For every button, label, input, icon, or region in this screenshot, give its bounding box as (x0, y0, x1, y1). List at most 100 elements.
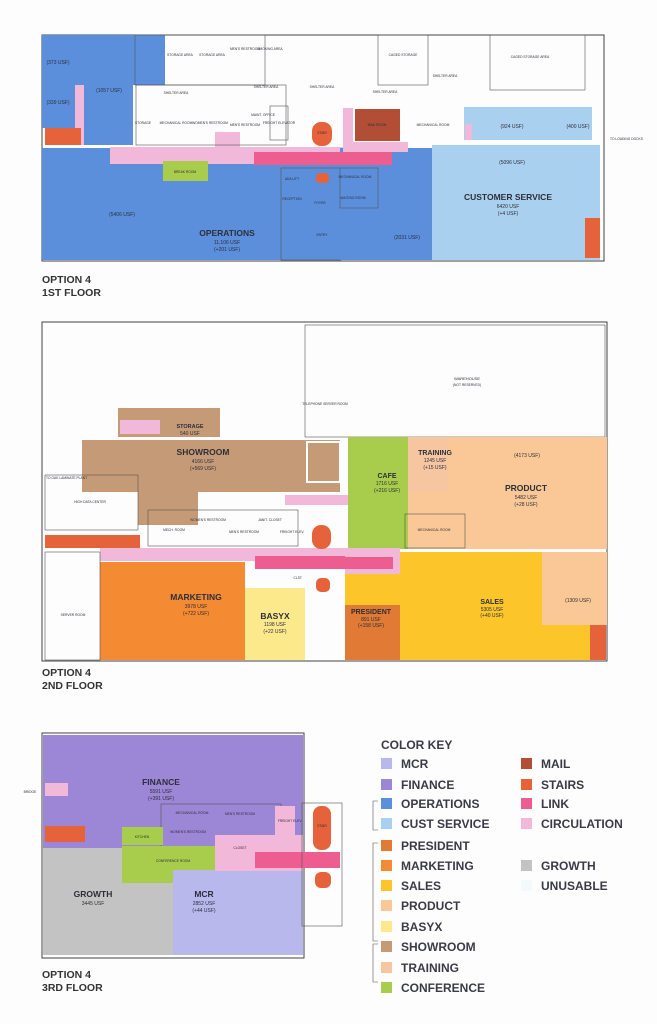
room-label: FOYER (314, 201, 326, 205)
legend-label-conference: CONFERENCE (401, 981, 485, 995)
floor-2-plan: STORAGE 540 USF SHOWROOM 4166 USF (+569 … (41, 321, 608, 692)
room-label: TELEPHONE SERVER ROOM (302, 402, 348, 406)
legend-swatch-marketing (381, 860, 392, 871)
zone-label-finance: FINANCE (142, 777, 180, 787)
room-label: MECHANICAL ROOM (417, 123, 450, 127)
room-label: MEN'S RESTROOM (230, 47, 260, 51)
room-label: RECEPTION (282, 197, 302, 201)
usf-label: (400 USF) (566, 124, 589, 130)
usf-label: (4173 USF) (514, 453, 540, 459)
room-label: FREIGHT ELEV. (280, 530, 305, 534)
zone-circulation (285, 495, 348, 505)
zone-circulation (275, 806, 295, 836)
legend-label-product: PRODUCT (401, 899, 461, 913)
legend-swatch-stairs (521, 779, 532, 790)
usf-delta-label: (+4 USF) (498, 211, 519, 217)
room-label: STORAGE AREA (167, 53, 194, 57)
usf-label: (5406 USF) (109, 212, 135, 218)
legend-swatch-showroom (381, 941, 392, 952)
usf-delta-label: (+15 USF) (423, 465, 447, 471)
zone-product (448, 437, 607, 549)
caged-storage-wall (377, 34, 429, 86)
room-label: KITCHEN (135, 835, 150, 839)
zone-cafe (348, 437, 408, 549)
usf-delta-label: (+201 USF) (214, 247, 240, 253)
usf-label: 5482 USF (515, 495, 538, 501)
legend-label-president: PRESIDENT (401, 839, 470, 853)
legend-label-marketing: MARKETING (401, 859, 474, 873)
usf-label: (1309 USF) (565, 598, 591, 604)
floor-3-outline (41, 732, 305, 959)
zone-break-room (163, 161, 208, 181)
room-label: CLST. (294, 576, 303, 580)
zone-basyx (245, 588, 305, 660)
usf-delta-label: (+28 USF) (514, 502, 538, 508)
room-label: SHELTER AREA (254, 85, 279, 89)
floor-3-title: OPTION 4 (42, 969, 91, 981)
zone-link (345, 557, 393, 569)
room-label: WOMEN'S RESTROOM (170, 830, 206, 834)
usf-label: (2031 USF) (394, 235, 420, 241)
usf-label: 4166 USF (192, 459, 215, 465)
zone-stairs (45, 826, 85, 842)
usf-delta-label: (+216 USF) (374, 488, 400, 494)
legend-label-stairs: STAIRS (541, 778, 584, 792)
zone-label-operations: OPERATIONS (199, 228, 255, 238)
floor-2-title: OPTION 4 (42, 667, 91, 679)
room-label: WOMEN'S RESTROOM (192, 121, 228, 125)
room-label: SHELTER AREA (310, 85, 335, 89)
zone-label-product: PRODUCT (505, 483, 548, 493)
floor-1-subtitle: 1ST FLOOR (42, 287, 101, 299)
room-label: WAITING ROOM (340, 196, 365, 200)
legend-swatch-sales (381, 880, 392, 891)
floor-1-plan: (373 USF) (339 USF) (1057 USF) (5406 USF… (41, 34, 644, 299)
zone-finance (43, 735, 303, 848)
legend-swatch-president (381, 840, 392, 851)
core-rooms (147, 509, 299, 547)
zone-mcr (173, 870, 303, 955)
zone-link (254, 152, 345, 165)
usf-label: 3978 USF (185, 604, 208, 610)
room-label: MAINT. OFFICE (251, 113, 276, 117)
legend-bracket (372, 943, 378, 983)
zone-label-sales: SALES (480, 599, 504, 606)
zone-customer-service (432, 145, 600, 260)
legend-swatch-basyx (381, 921, 392, 932)
zone-growth (122, 883, 173, 955)
zone-stairs (585, 218, 600, 258)
usf-delta-label: (+40 USF) (480, 613, 504, 619)
usf-label: 1245 USF (424, 458, 447, 464)
legend-swatch-link (521, 798, 532, 809)
usf-label: (924 USF) (500, 124, 523, 130)
zone-operations (340, 148, 432, 260)
usf-label: 1198 USF (264, 622, 286, 628)
zone-showroom (306, 441, 341, 483)
zone-warehouse (304, 324, 606, 438)
legend-label-operations: OPERATIONS (401, 797, 479, 811)
legend-label-cust-service: CUST SERVICE (401, 817, 489, 831)
room-label: MECHANICAL ROOM (160, 121, 193, 125)
zone-circulation (465, 124, 472, 140)
room-label: CLOSET (233, 846, 246, 850)
zone-marketing (100, 562, 245, 660)
zone-stairs (316, 578, 330, 592)
zone-training (408, 437, 448, 492)
usf-label: (339 USF) (46, 100, 69, 106)
room-label: SHELTER AREA (373, 90, 398, 94)
zone-product (408, 492, 448, 549)
zone-link (255, 852, 340, 868)
usf-delta-label: (+22 USF) (263, 629, 287, 635)
room-label: SMOKING AREA (257, 47, 283, 51)
mechanical-room (404, 513, 466, 549)
zone-showroom (82, 440, 340, 492)
legend-label-circulation: CIRCULATION (541, 817, 623, 831)
zone-label-training: TRAINING (418, 450, 452, 457)
zone-label-showroom: SHOWROOM (177, 447, 230, 457)
room-label: FREIGHT ELEV. (278, 819, 303, 823)
zone-link (340, 152, 392, 165)
legend-swatch-mail (521, 758, 532, 769)
usf-label: 6420 USF (497, 204, 520, 210)
legend-label-unusable: UNUSABLE (541, 879, 608, 893)
room-label: ADA LIFT (285, 177, 299, 181)
